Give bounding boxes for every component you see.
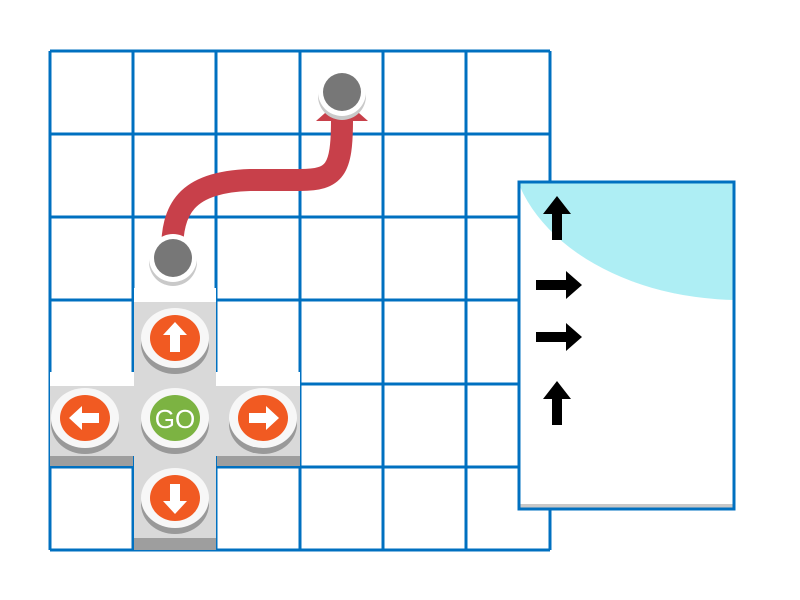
end-token: [318, 68, 366, 120]
arrow-right-icon: [249, 406, 279, 430]
go-label: GO: [155, 404, 195, 434]
start-token: [149, 234, 197, 286]
robot-path: [161, 98, 368, 253]
command-up-icon: [543, 381, 571, 425]
down-button[interactable]: [141, 468, 209, 534]
arrow-up-icon: [163, 322, 187, 352]
grid-board: [48, 49, 552, 552]
go-button[interactable]: [141, 388, 209, 454]
arrow-left-icon: [69, 406, 99, 430]
command-right-icon: [536, 271, 582, 299]
arrow-down-icon: [163, 484, 187, 514]
path-curve: [161, 119, 353, 253]
up-button[interactable]: [141, 308, 209, 374]
left-button[interactable]: [51, 388, 119, 454]
command-right-icon: [536, 323, 582, 351]
command-up-icon: [543, 196, 571, 240]
right-button[interactable]: [229, 388, 297, 454]
panel-highlight: [519, 182, 734, 300]
program-panel: [517, 180, 736, 511]
